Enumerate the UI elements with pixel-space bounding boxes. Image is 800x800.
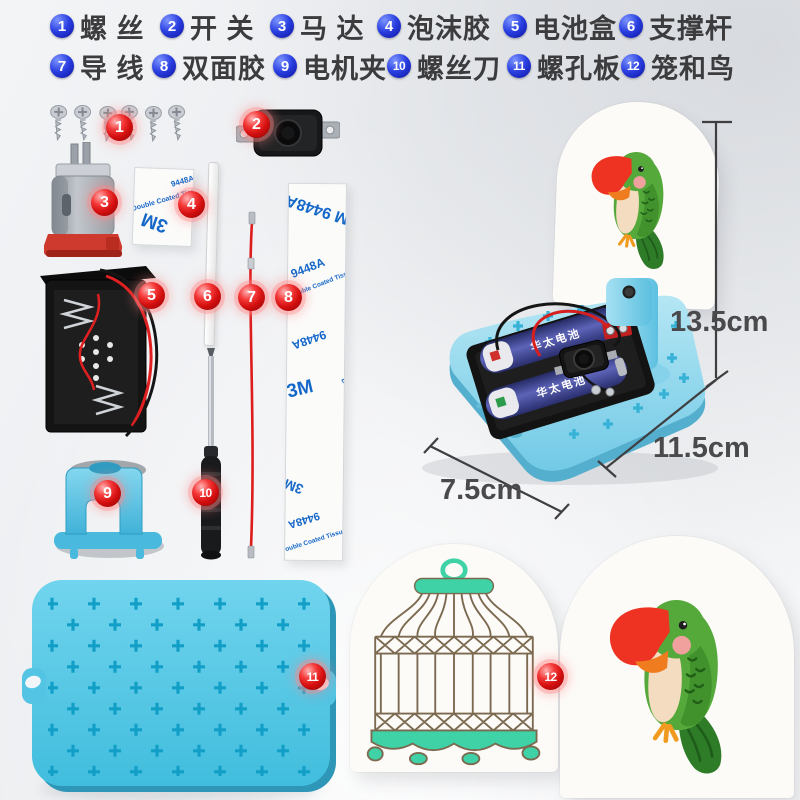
legend-label-wire: 导 线 — [80, 53, 145, 84]
legend-badge-5: 5 — [503, 14, 527, 38]
tape-text-5: 3M — [284, 376, 316, 403]
photo-badge-screws: 1 — [106, 114, 133, 141]
photo-badge-battery-box: 5 — [138, 282, 165, 309]
tape-text-8: 9448A — [286, 509, 322, 531]
legend-badge-4: 4 — [377, 14, 401, 38]
cage-card — [350, 544, 558, 772]
tape-text-6: Double Coated Tissue Tape — [339, 377, 347, 462]
legend-label-tape: 双面胶 — [182, 53, 266, 84]
photo-badge-motor: 3 — [91, 189, 118, 216]
photo-badge-screwdriver: 10 — [192, 479, 219, 506]
photo-badge-foam: 4 — [178, 191, 205, 218]
legend-label-foam: 泡沫胶 — [407, 13, 491, 44]
legend-label-cage-bird: 笼和鸟 — [651, 53, 735, 84]
legend-badge-3: 3 — [270, 14, 294, 38]
measurement-height: 13.5cm — [670, 306, 769, 338]
photo-badge-board: 11 — [299, 663, 326, 690]
legend-badge-7: 7 — [50, 54, 74, 78]
legend-badge-12: 12 — [621, 54, 645, 78]
motor-clamp-photo — [54, 460, 164, 559]
tape-text-4: 9448A — [290, 327, 329, 353]
measurement-width: 11.5cm — [653, 432, 750, 464]
legend-label-screws: 螺 丝 — [80, 13, 145, 44]
measurement-depth: 7.5cm — [440, 474, 523, 506]
foam-text-code: 9448A — [169, 173, 195, 189]
tape-text-7: 3M — [284, 475, 306, 498]
screwdriver-photo — [201, 348, 221, 560]
legend-badge-11: 11 — [507, 54, 531, 78]
screw-hole-board-photo — [22, 580, 336, 792]
legend-label-rod: 支撑杆 — [649, 13, 733, 44]
legend-label-board: 螺孔板 — [537, 53, 621, 84]
photo-badge-rod: 6 — [194, 283, 221, 310]
battery-box-photo — [40, 266, 159, 438]
photo-badge-tape: 8 — [275, 284, 302, 311]
wire-photo — [247, 211, 256, 559]
switch-photo — [236, 109, 340, 157]
support-rod-photo — [203, 161, 220, 347]
photo-badge-wire: 7 — [238, 284, 265, 311]
legend-badge-10: 10 — [387, 54, 411, 78]
photo-badge-cage-bird: 12 — [537, 663, 564, 690]
legend-badge-6: 6 — [619, 14, 643, 38]
legend-label-battery-box: 电池盒 — [533, 13, 617, 44]
tape-text-1: 3M 9448A — [284, 191, 347, 230]
legend-badge-8: 8 — [152, 54, 176, 78]
cage-illustration — [366, 558, 541, 766]
legend-badge-1: 1 — [50, 14, 74, 38]
tape-text-2: 9448A — [288, 254, 327, 281]
foam-text-brand: 3M — [138, 207, 171, 237]
legend-label-screwdriver: 螺丝刀 — [417, 53, 501, 84]
legend-badge-2: 2 — [160, 14, 184, 38]
legend-label-switch: 开 关 — [190, 13, 255, 44]
legend-badge-9: 9 — [273, 54, 297, 78]
legend-label-clamp: 电机夹 — [303, 53, 387, 84]
bird-card — [560, 536, 794, 798]
toucan-illustration-bottom — [606, 592, 752, 778]
photo-badge-clamp: 9 — [94, 480, 121, 507]
legend-label-motor: 马 达 — [300, 13, 365, 44]
photo-badge-switch: 2 — [243, 111, 270, 138]
double-sided-tape-photo: 3M 9448A 9448A Double Coated Tissue Tape… — [284, 182, 347, 562]
